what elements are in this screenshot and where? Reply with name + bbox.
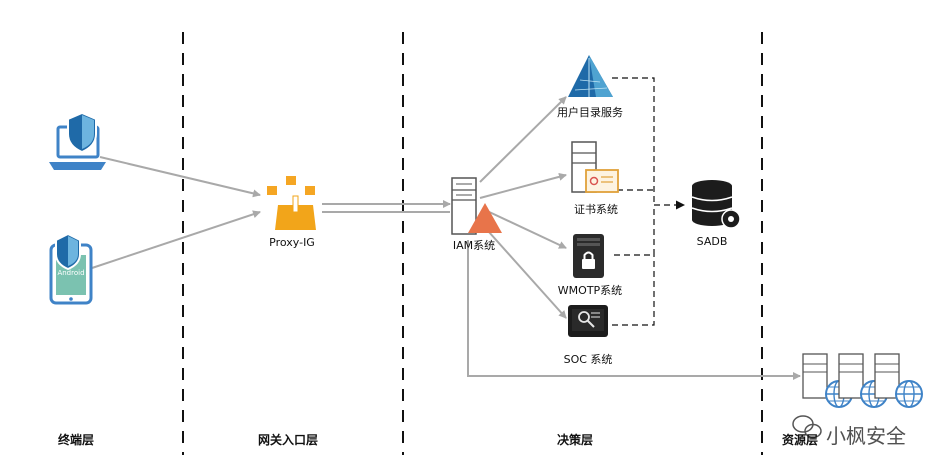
arrow-iam-wmotp [484,209,567,249]
layer-terminal: 终端层 [57,433,95,447]
directory-service-label: 用户目录服务 [557,106,623,119]
iam-server-icon [451,177,502,235]
iam-label: IAM系统 [452,239,496,252]
sadb-label: SADB [696,235,728,248]
layer-decision: 决策层 [556,433,594,447]
soc-system-icon [568,305,608,337]
layer-gateway: 网关入口层 [257,433,319,447]
laptop-icon [49,111,106,170]
certificate-system-label: 证书系统 [574,203,618,216]
dash-wmotp [614,205,655,256]
arrow-laptop-proxy [99,156,261,198]
arrow-iam-resources [467,240,801,380]
wmotp-system-label: WMOTP系统 [557,284,623,297]
android-label: Android [57,269,84,277]
proxy-ig-icon [267,176,316,230]
arrow-phone-proxy [91,210,261,269]
directory-service-icon [568,55,613,97]
sadb-database-icon [691,180,741,229]
certificate-system-icon [571,141,619,193]
wmotp-system-icon [573,234,604,278]
layer-dividers [182,32,763,455]
arrow-iam-directory [479,96,567,183]
sadb-links [612,77,685,326]
dash-soc [612,255,655,326]
flow-arrows [91,96,801,380]
resource-servers-icon [802,353,923,408]
proxy-ig-label: Proxy-IG [269,236,315,249]
dash-directory [612,77,655,205]
resource-server-3 [874,353,923,408]
soc-system-label: SOC 系统 [563,353,613,366]
layer-resource: 资源层 [781,433,819,447]
arrow-iam-soc [479,221,567,319]
arrow-iam-cert [479,172,567,199]
android-phone-icon: Android [49,232,93,305]
watermark-text: 小枫安全 [826,424,906,448]
wechat-icon [792,415,822,439]
